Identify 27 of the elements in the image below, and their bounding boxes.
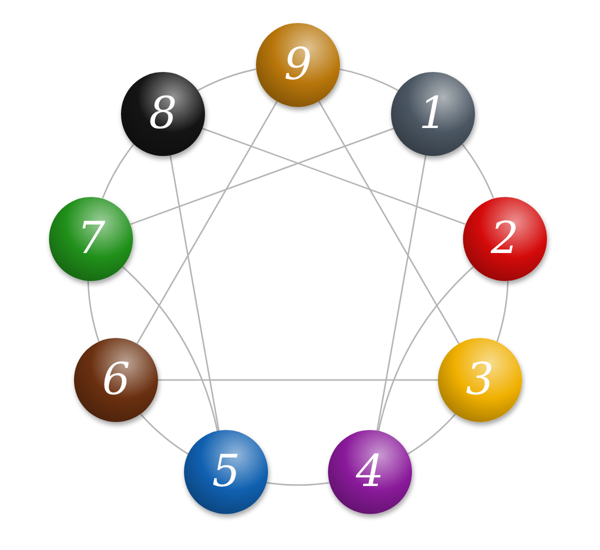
connector-line	[102, 144, 134, 198]
connector-line	[87, 280, 100, 342]
number-ball: 6	[74, 338, 158, 422]
connector-line	[140, 414, 189, 455]
connector-line	[202, 128, 466, 225]
connector-line	[130, 128, 394, 225]
number-ball: 7	[49, 196, 134, 281]
connector-line	[340, 68, 399, 92]
number-ball: 8	[121, 72, 205, 156]
number-ball: 5	[184, 430, 268, 514]
connector-line	[407, 414, 456, 455]
number-ball: 1	[390, 72, 475, 156]
connector-line	[170, 155, 220, 432]
connector-line	[197, 68, 256, 92]
number-ball: 9	[256, 23, 340, 107]
connector-line	[496, 280, 509, 342]
connector-line	[378, 266, 474, 432]
connector-line	[462, 144, 494, 198]
connector-line	[376, 155, 426, 432]
connector-line	[136, 101, 278, 344]
connector-line	[158, 379, 438, 381]
number-ball: 3	[438, 338, 522, 422]
connector-line	[122, 266, 218, 432]
number-ball: 2	[462, 196, 547, 281]
connector-line	[266, 482, 330, 486]
number-ball: 4	[328, 430, 412, 514]
connector-line	[318, 101, 460, 344]
